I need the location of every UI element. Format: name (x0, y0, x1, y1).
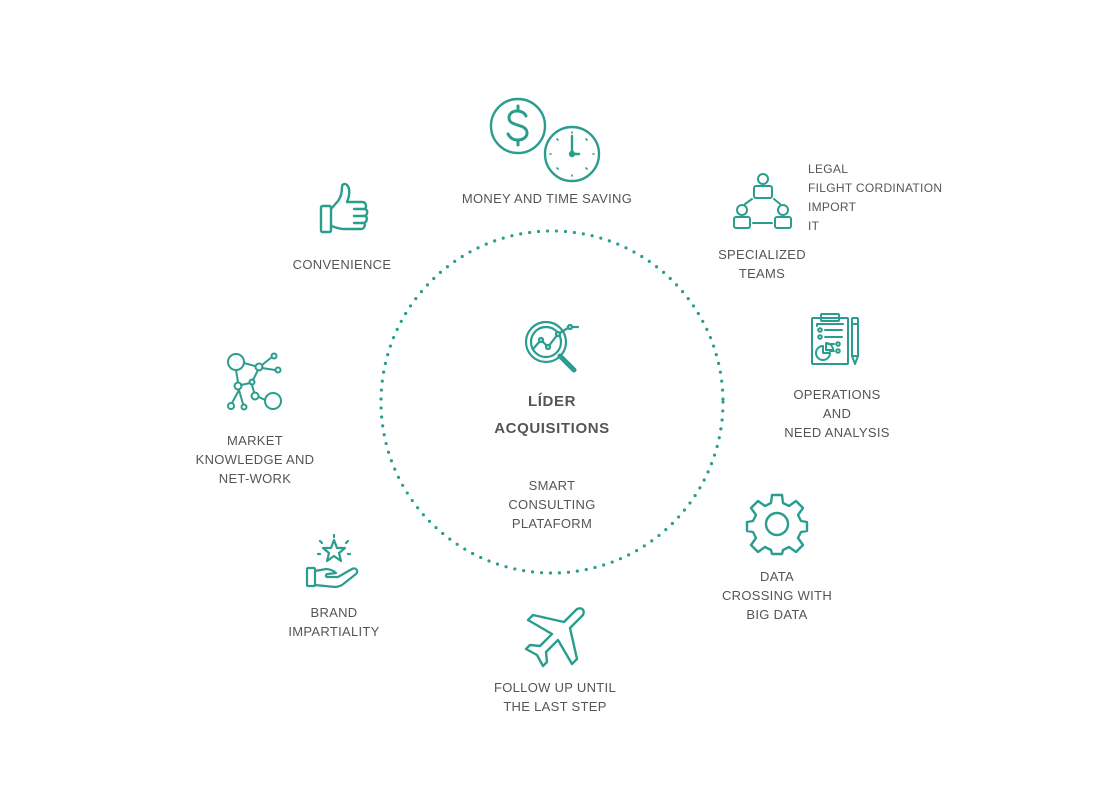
teams-list-item: IT (808, 219, 820, 233)
dollar-clock-icon (488, 96, 604, 184)
node-label-line: IMPARTIALITY (288, 624, 380, 639)
team-network-icon (732, 170, 794, 232)
center-title: LÍDER ACQUISITIONS (452, 388, 652, 442)
node-label-line: THE LAST STEP (503, 699, 607, 714)
center-title-line: ACQUISITIONS (494, 420, 610, 437)
teams-list: LEGAL FILGHT CORDINATION IMPORT IT (808, 160, 942, 236)
node-operations-need-analysis: OPERATIONS AND NEED ANALYSIS (767, 385, 907, 442)
node-label-line: CROSSING WITH (721, 588, 833, 603)
node-label-line: FOLLOW UP UNTIL (493, 680, 616, 695)
center-subtitle-line: CONSULTING (508, 497, 596, 512)
node-label-line: BRAND (310, 605, 358, 620)
node-label-line: MARKET (227, 433, 283, 448)
center-subtitle-line: SMART (528, 478, 576, 493)
center-title-line: LÍDER (528, 393, 576, 410)
node-label-line: NET-WORK (218, 471, 292, 486)
analytics-magnifier-icon (520, 316, 582, 378)
node-label-line: OPERATIONS (793, 387, 881, 402)
clipboard-report-icon (808, 312, 864, 368)
airplane-icon (522, 604, 588, 670)
node-specialized-teams: SPECIALIZED TEAMS (702, 245, 822, 283)
node-label-line: TEAMS (738, 266, 786, 281)
node-convenience: CONVENIENCE (272, 255, 412, 274)
teams-list-item: FILGHT CORDINATION (808, 181, 943, 195)
teams-list-item: IMPORT (808, 200, 857, 214)
node-money-and-time-saving: MONEY AND TIME SAVING (437, 189, 657, 208)
hand-star-icon (304, 534, 364, 592)
node-label-line: AND (822, 406, 852, 421)
node-label-line: MONEY AND TIME SAVING (461, 191, 633, 206)
thumbs-up-icon (318, 182, 372, 236)
node-label-line: SPECIALIZED (718, 247, 806, 262)
node-label-line: KNOWLEDGE AND (195, 452, 315, 467)
node-follow-up-last-step: FOLLOW UP UNTIL THE LAST STEP (470, 678, 640, 716)
node-label-line: NEED ANALYSIS (784, 425, 890, 440)
network-nodes-icon (222, 350, 288, 414)
node-label-line: DATA (760, 569, 794, 584)
node-label-line: BIG DATA (746, 607, 808, 622)
node-market-knowledge-network: MARKET KNOWLEDGE AND NET-WORK (180, 431, 330, 488)
node-brand-impartiality: BRAND IMPARTIALITY (274, 603, 394, 641)
node-data-crossing-big-data: DATA CROSSING WITH BIG DATA (707, 567, 847, 624)
teams-list-item: LEGAL (808, 162, 849, 176)
center-subtitle: SMART CONSULTING PLATAFORM (452, 476, 652, 533)
gear-icon (745, 492, 809, 556)
node-label-line: CONVENIENCE (292, 257, 392, 272)
center-subtitle-line: PLATAFORM (511, 516, 593, 531)
